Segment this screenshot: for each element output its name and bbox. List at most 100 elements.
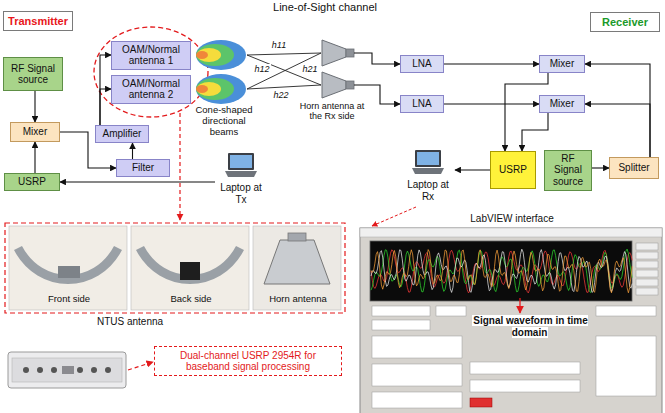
control-box [372, 320, 430, 330]
usrp-port [91, 367, 97, 373]
signal-arrow [34, 142, 35, 173]
dashed-panel [5, 223, 345, 313]
label-text: Back side [169, 293, 212, 304]
screenshot-frame [360, 228, 662, 413]
node-text: Dual-channel USRP 2954R for baseband sig… [159, 350, 337, 373]
antenna-box: OAM/Normal antenna 2 [111, 75, 191, 104]
node-text: RF Signal source [549, 153, 587, 188]
usrp-port [105, 367, 111, 373]
mixer-box: Mixer [539, 55, 585, 73]
note-box: Dual-channel USRP 2954R for baseband sig… [154, 346, 342, 376]
label-text: Horn antenna [268, 293, 328, 304]
amplifier-box: Amplifier [95, 125, 149, 143]
signal-arrow [585, 64, 650, 157]
node-text: Mixer [550, 98, 574, 110]
beam-inner [197, 82, 221, 96]
antenna-box: OAM/Normal antenna 1 [111, 41, 191, 70]
label-text: h11 [271, 40, 287, 50]
beam-mid [196, 78, 234, 100]
usrp-front-panel [12, 358, 122, 382]
usrp-led [62, 366, 74, 374]
node-text: Mixer [550, 58, 574, 70]
window-title-bar [360, 228, 662, 237]
photo-frame [9, 226, 127, 310]
node-text: LNA [412, 58, 431, 70]
laptop-screen [417, 152, 439, 165]
filter-box: Filter [116, 159, 170, 177]
channel-coefficient: h12 [253, 64, 271, 74]
signal-arrow [34, 91, 35, 122]
antenna-feed [180, 262, 200, 280]
waveform-trace [371, 249, 632, 292]
label-text: h22 [272, 90, 289, 100]
stop-button [470, 398, 492, 407]
usrp-port [77, 367, 83, 373]
node-text: Amplifier [103, 128, 142, 140]
plot-legend-cell [636, 270, 658, 277]
plot-legend-cell [636, 261, 658, 268]
node-text: Mixer [23, 126, 47, 138]
control-box [596, 336, 656, 396]
horn-label: Horn antenna at the Rx side [296, 101, 368, 122]
laptop-node: Laptop at Tx [215, 149, 267, 207]
laptop-lid [415, 150, 441, 167]
section-label: Receiver [590, 12, 660, 32]
screenshot-title: LabVIEW interface [452, 213, 572, 225]
waveform-trace [371, 249, 632, 292]
node-text: Splitter [618, 162, 649, 174]
channel-coefficient: h11 [270, 40, 288, 50]
waveguide-symbol [346, 81, 354, 89]
source-box: RF Signal source [544, 150, 592, 191]
control-box [372, 364, 462, 386]
plot-area [370, 241, 632, 301]
plot-legend-cell [636, 252, 658, 259]
label-text: Horn antenna at the Rx side [300, 101, 365, 121]
laptop-base [225, 171, 257, 177]
waveguide-symbol [346, 49, 354, 57]
label-text: h21 [301, 64, 318, 74]
photo-frame [253, 226, 341, 310]
node-text: Laptop at Rx [406, 179, 450, 202]
laptop-lid [228, 153, 254, 170]
photo-caption: Front side [38, 294, 100, 305]
signal-arrow [60, 181, 215, 182]
control-box [436, 306, 466, 316]
horn-antenna-symbol [322, 40, 346, 66]
usrp-port [51, 367, 57, 373]
label-text: h12 [253, 64, 270, 74]
signal-arrow [444, 103, 539, 104]
splitter-box: Splitter [609, 157, 659, 179]
channel-line [247, 53, 321, 55]
callout-label: Signal waveform in time domain [470, 315, 590, 338]
node-text: LNA [412, 98, 431, 110]
node-text: OAM/Normal antenna 1 [116, 44, 186, 67]
node-text: OAM/Normal antenna 2 [116, 78, 186, 101]
mixer-box: Mixer [10, 122, 60, 142]
horn-photo-feed [288, 233, 306, 241]
channel-line [247, 85, 321, 89]
node-text: Transmitter [8, 15, 68, 28]
lna-box: LNA [400, 55, 444, 73]
beam-lobe [196, 74, 246, 104]
control-box [470, 380, 580, 392]
label-text: Line-of-Sight channel [273, 1, 377, 13]
channel-coefficient: h22 [272, 90, 290, 100]
usrp-port [23, 367, 29, 373]
beam-lobe [196, 40, 246, 70]
signal-arrow [100, 89, 111, 125]
control-box [372, 306, 430, 316]
photo-frame [131, 226, 249, 310]
lna-box: LNA [400, 95, 444, 113]
node-text: RF Signal source [8, 63, 58, 86]
control-box [470, 362, 580, 374]
control-box [596, 306, 656, 316]
photo-caption: Back side [160, 294, 222, 305]
usrp-box: USRP [490, 151, 536, 189]
usrp-device [8, 352, 126, 388]
channel-line [247, 55, 321, 85]
panel-caption: NTUS antenna [90, 316, 170, 328]
antenna-feed [58, 266, 80, 278]
node-text: USRP [18, 176, 46, 188]
control-box [372, 336, 462, 358]
